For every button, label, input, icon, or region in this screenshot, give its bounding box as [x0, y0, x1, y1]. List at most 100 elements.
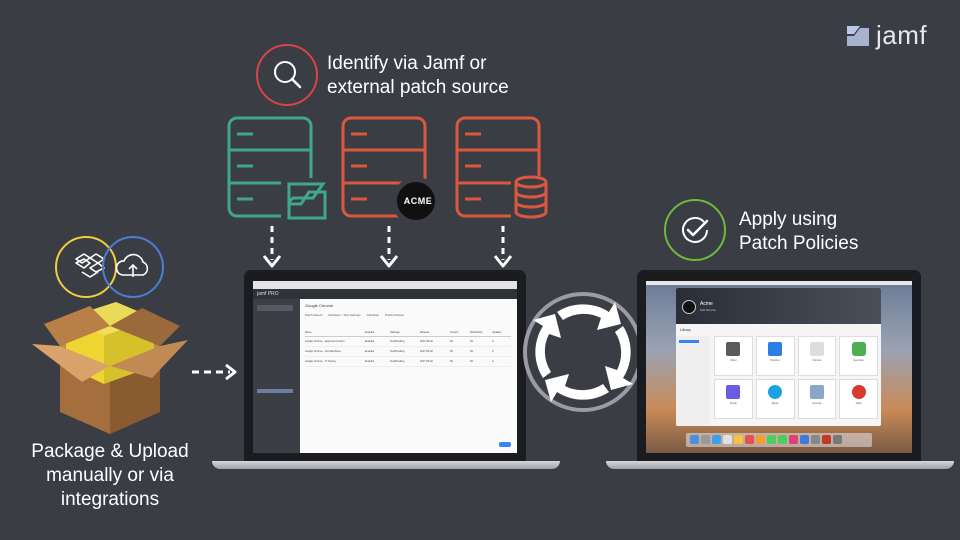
- cell: 84: [470, 360, 473, 363]
- column-version: Version: [450, 331, 459, 334]
- notes-icon[interactable]: [734, 435, 743, 444]
- self-service-window: Acme Self Service Library Word Dropbox C…: [676, 288, 881, 426]
- word-app-icon: [726, 342, 741, 356]
- facetime-icon[interactable]: [778, 435, 787, 444]
- app-label: Chrome: [812, 359, 822, 362]
- app-tile[interactable]: Dropbox: [755, 336, 795, 376]
- launchpad-icon[interactable]: [701, 435, 710, 444]
- app-tile[interactable]: Keynote: [797, 379, 837, 419]
- identify-caption-line-2: external patch source: [327, 77, 509, 98]
- tab-patch-report[interactable]: Patch Report: [305, 313, 323, 317]
- jamf-header: jamf PRO: [253, 289, 517, 299]
- apply-caption-line-2: Patch Policies: [739, 233, 859, 254]
- cell: 0: [492, 340, 494, 343]
- settings-icon[interactable]: [811, 435, 820, 444]
- package-box-icon: [32, 302, 188, 434]
- org-subtitle: Self Service: [700, 308, 717, 312]
- app-store-icon[interactable]: [800, 435, 809, 444]
- cell: Google Chrome - Approved Version: [305, 340, 345, 343]
- app-tile[interactable]: Evernote: [839, 336, 878, 376]
- chrome-app-icon: [809, 342, 824, 356]
- cell: 2017-05-02: [420, 360, 433, 363]
- menu-bar: [646, 281, 912, 285]
- messages-icon[interactable]: [767, 435, 776, 444]
- calendar-icon[interactable]: [745, 435, 754, 444]
- cloud-upload-ring-icon: [101, 235, 165, 299]
- app-tile[interactable]: Skype: [755, 379, 795, 419]
- mail-icon[interactable]: [723, 435, 732, 444]
- column-name: Name: [305, 331, 312, 334]
- browser-bar: [253, 281, 517, 289]
- cell: Google Chrome - Test Machines: [305, 350, 341, 353]
- app-label: Keynote: [812, 402, 822, 405]
- photos-icon[interactable]: [756, 435, 765, 444]
- column-enabled: Enabled: [365, 331, 375, 334]
- app-grid: Word Dropbox Chrome Evernote Xcode: [714, 336, 878, 419]
- table-row[interactable]: Google Chrome - IT Testing Enabled Test/…: [305, 357, 511, 367]
- section-title: Library: [680, 328, 691, 332]
- column-release: Release: [420, 331, 430, 334]
- identify-caption-line-1: Identify via Jamf or: [327, 53, 487, 74]
- down-arrows: [262, 226, 513, 268]
- jamf-logo-text: jamf: [876, 20, 928, 50]
- tab-patch-policies[interactable]: Patch Policies: [385, 313, 405, 317]
- cell: 0: [492, 350, 494, 353]
- self-service-banner: Acme Self Service: [676, 288, 881, 324]
- org-name: Acme: [700, 301, 713, 307]
- package-caption: Package & Upload manually or via integra…: [18, 440, 202, 512]
- cell: 0: [492, 360, 494, 363]
- package-caption-line-2: manually or via: [46, 465, 174, 486]
- tab-definition-settings[interactable]: Definition / Test Settings: [328, 313, 361, 317]
- keynote-app-icon: [809, 385, 824, 399]
- jamf-pro-window: jamf PRO Google Chrome Patch Report Defi…: [253, 281, 517, 453]
- slack-app-icon: [851, 385, 866, 399]
- jamf-pro-label: jamf PRO: [257, 291, 279, 297]
- app-label: Skype: [771, 402, 779, 405]
- app-label: Dropbox: [770, 359, 780, 362]
- package-caption-line-1: Package & Upload: [31, 441, 189, 462]
- safari-icon[interactable]: [712, 435, 721, 444]
- right-laptop-screen: Acme Self Service Library Word Dropbox C…: [637, 270, 921, 461]
- sync-cycle-icon: [523, 292, 643, 412]
- app-tile[interactable]: Xcode: [714, 379, 753, 419]
- cell: 56: [450, 360, 453, 363]
- left-laptop-base: [212, 461, 560, 469]
- page-title: Google Chrome: [305, 303, 334, 308]
- app-tile[interactable]: Word: [714, 336, 753, 376]
- cell: 84: [470, 340, 473, 343]
- table-header: Name Enabled Package Release Version Dis…: [305, 331, 511, 337]
- cell: 2017-05-02: [420, 350, 433, 353]
- app-tile[interactable]: Slack: [839, 379, 878, 419]
- app-label: Evernote: [853, 359, 864, 362]
- jamf-logo: jamf: [846, 20, 936, 52]
- cell: Google Chrome - IT Testing: [305, 360, 336, 363]
- save-button[interactable]: [499, 442, 511, 447]
- jamf-content: Google Chrome Patch Report Definition / …: [300, 299, 517, 453]
- cell: 84: [470, 350, 473, 353]
- left-laptop-screen: jamf PRO Google Chrome Patch Report Defi…: [244, 270, 526, 461]
- column-distribution: Distribution: [470, 331, 483, 334]
- column-package: Package: [390, 331, 400, 334]
- table-row[interactable]: Google Chrome - Approved Version Enabled…: [305, 337, 511, 347]
- table-row[interactable]: Google Chrome - Test Machines Enabled Te…: [305, 347, 511, 357]
- cell: Test/Pending: [390, 350, 405, 353]
- tab-definition[interactable]: Definition: [366, 313, 380, 317]
- patch-table: Name Enabled Package Release Version Dis…: [305, 331, 511, 367]
- database-source-server: [455, 116, 551, 220]
- apply-caption: Apply using Patch Policies: [739, 208, 858, 256]
- cell: Test/Pending: [390, 340, 405, 343]
- finder-icon[interactable]: [690, 435, 699, 444]
- music-icon[interactable]: [789, 435, 798, 444]
- trash-icon[interactable]: [833, 435, 842, 444]
- cell: Enabled: [365, 360, 375, 363]
- cell: Test/Pending: [390, 360, 405, 363]
- apply-check-icon: [663, 198, 727, 262]
- app-tile[interactable]: Chrome: [797, 336, 837, 376]
- apply-caption-line-1: Apply using: [739, 209, 838, 230]
- right-laptop-base: [606, 461, 954, 469]
- package-to-laptop-arrow: [190, 362, 240, 387]
- skype-app-icon: [768, 385, 783, 399]
- acme-logo: [682, 300, 696, 314]
- identify-caption: Identify via Jamf or external patch sour…: [327, 52, 509, 100]
- self-service-icon[interactable]: [822, 435, 831, 444]
